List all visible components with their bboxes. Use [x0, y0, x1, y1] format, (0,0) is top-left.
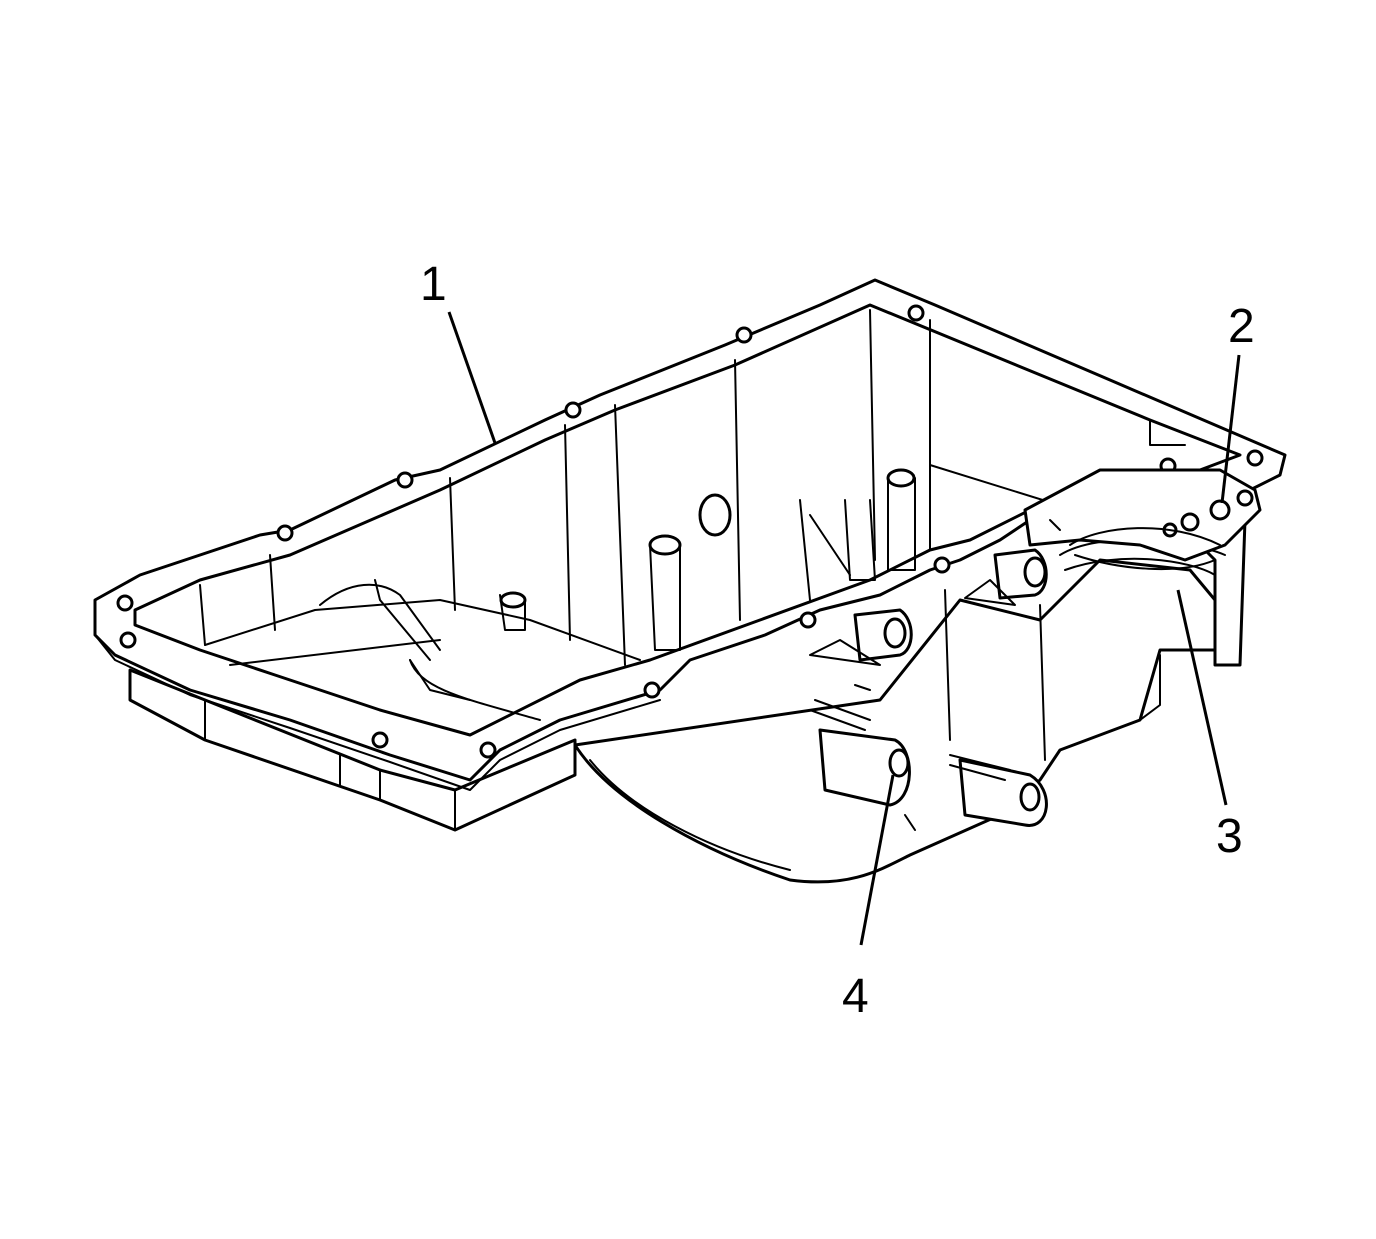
end-flange-assembly	[1023, 468, 1262, 571]
leader-line-1	[447, 311, 497, 444]
callout-3: 3	[1216, 810, 1243, 863]
callout-labels: 1 2 3 4	[420, 258, 1255, 1023]
sump-bowl	[573, 558, 1217, 884]
callout-4: 4	[842, 970, 869, 1023]
callout-2: 2	[1228, 300, 1255, 353]
leader-line-4	[859, 774, 895, 946]
leader-line-3	[1176, 589, 1228, 806]
leader-lines	[447, 311, 1241, 946]
leader-line-2	[1220, 354, 1241, 504]
pan-left-wall	[128, 668, 577, 832]
mounting-bosses	[809, 548, 1048, 831]
callout-1: 1	[420, 258, 447, 311]
